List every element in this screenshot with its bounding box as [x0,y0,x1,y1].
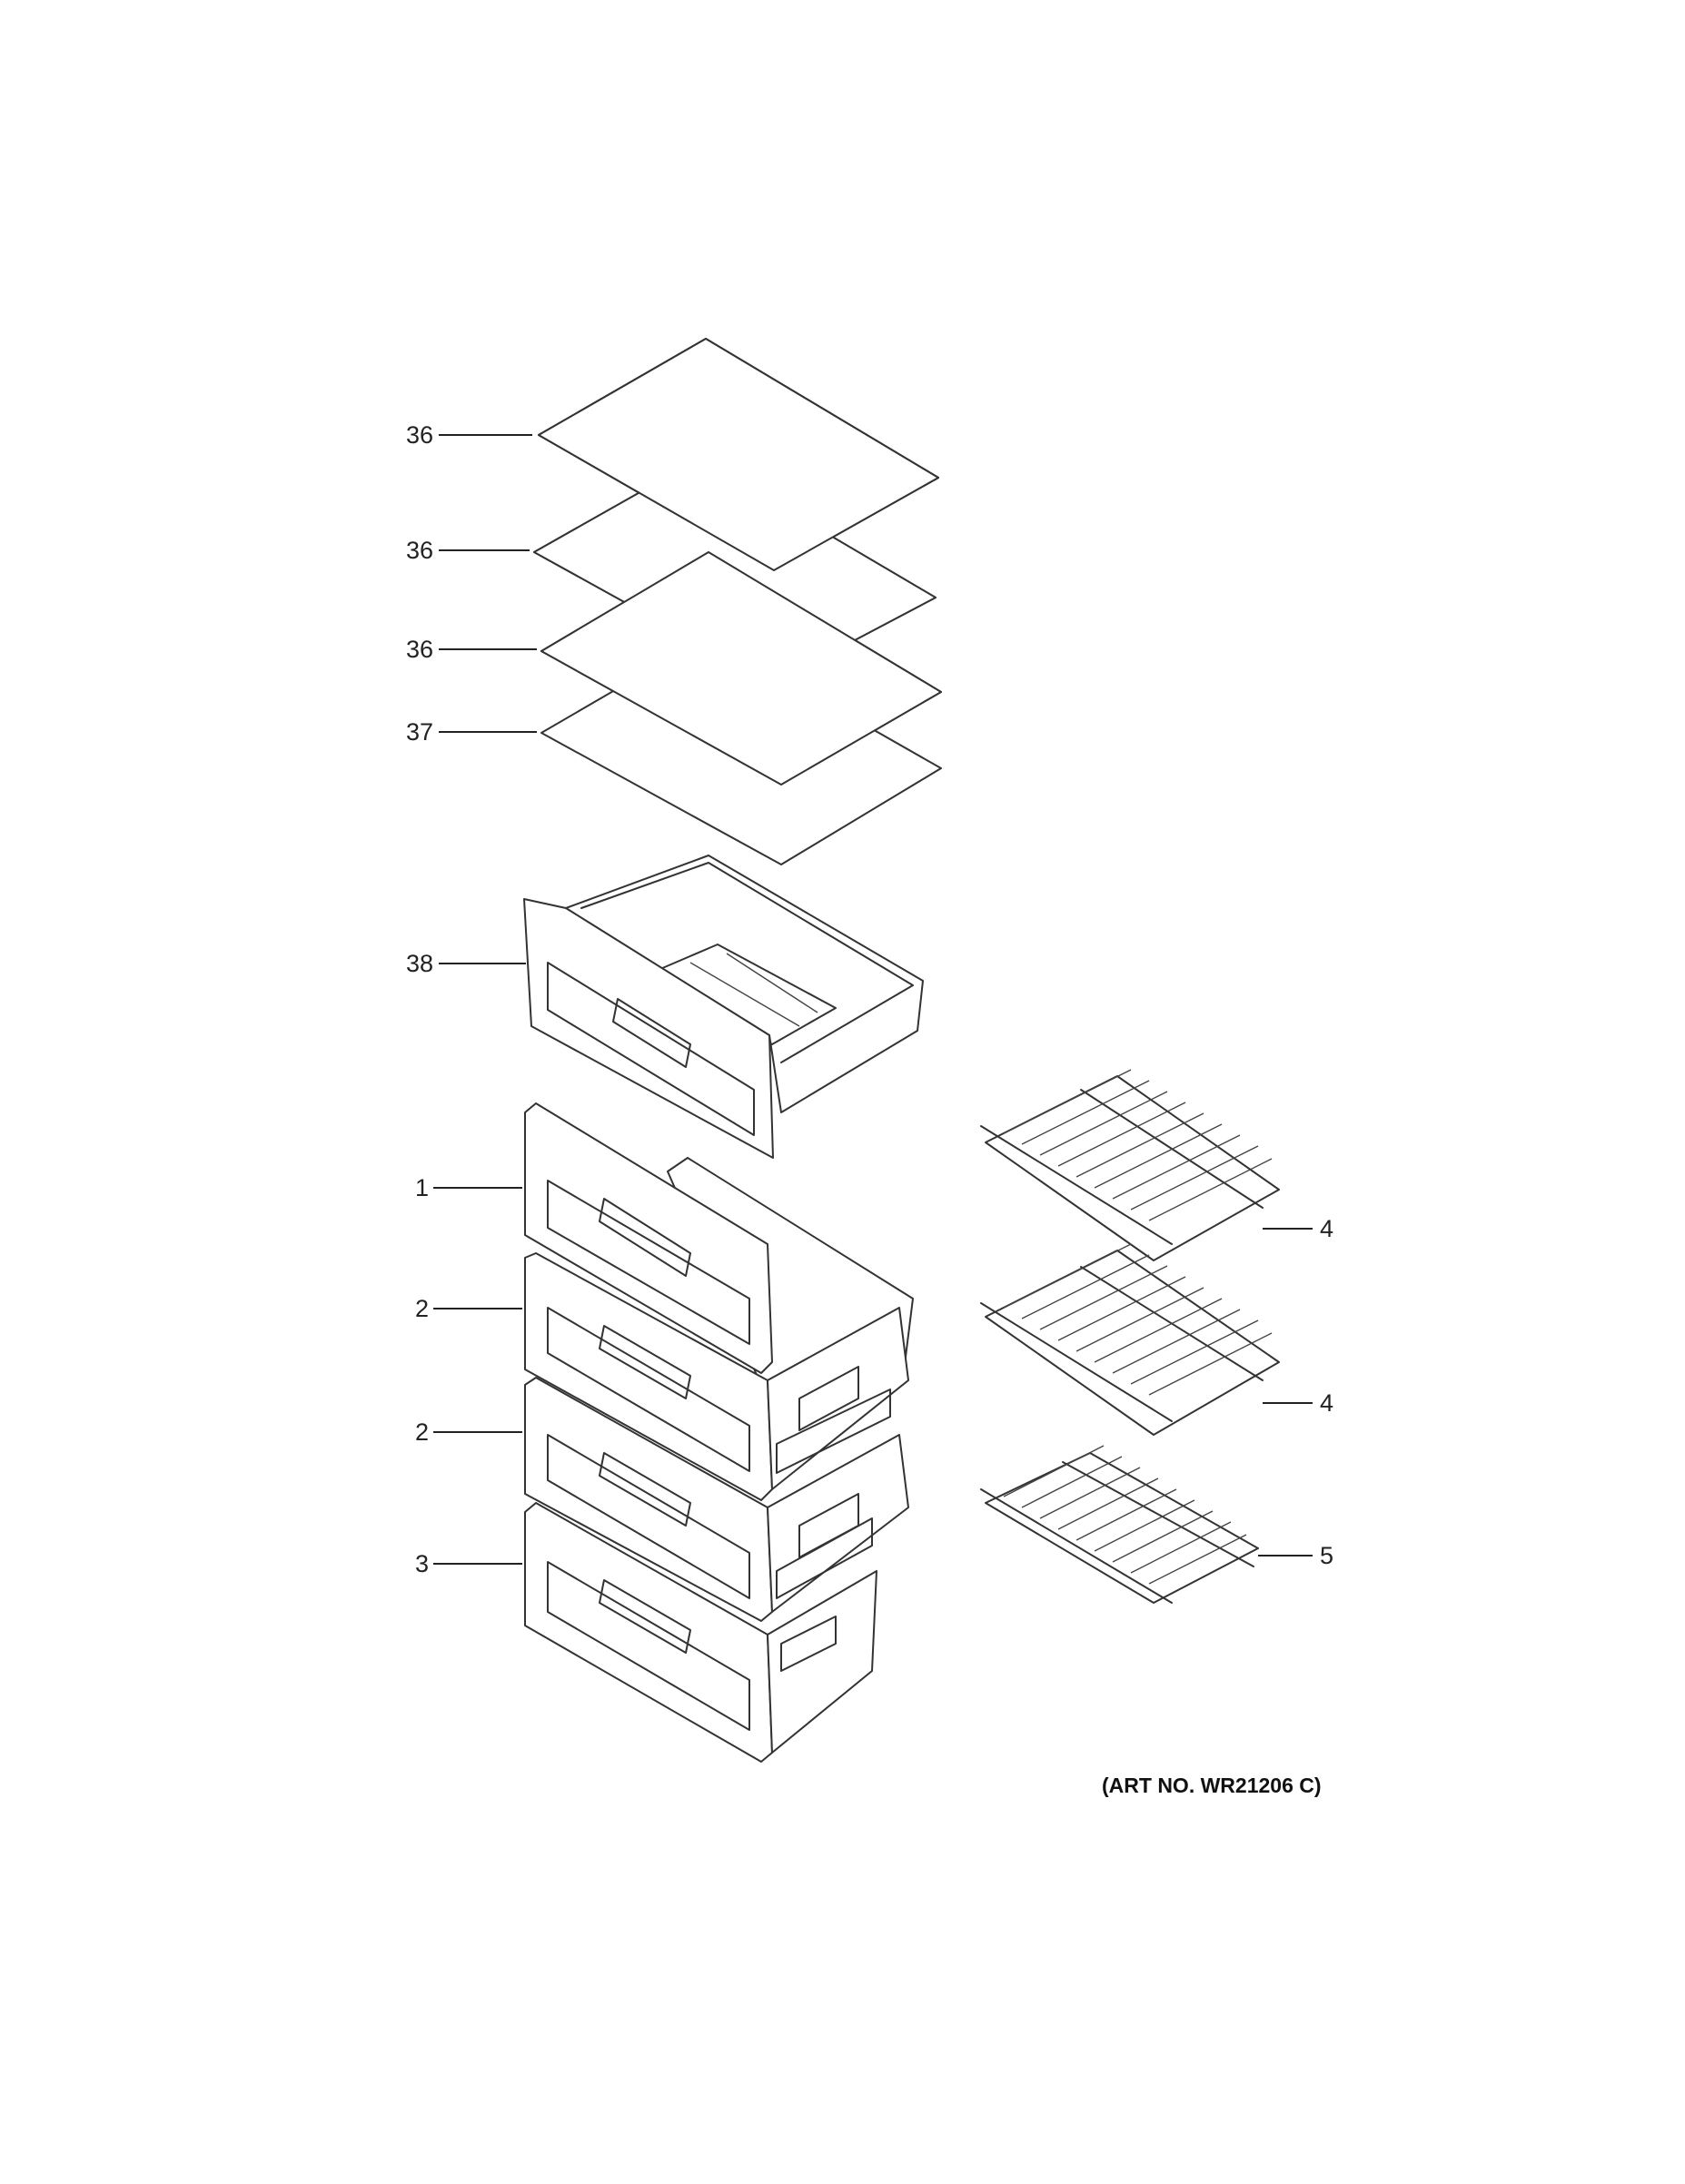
bin-2-lower [524,1377,909,1622]
callout-1: 1 [415,1174,430,1201]
leader-line [1263,1228,1313,1230]
callout-36-top: 36 [406,421,434,449]
callout-5: 5 [1320,1542,1334,1569]
leader-line [439,549,530,551]
bin-3 [524,1502,877,1763]
wire-shelf-5 [980,1445,1259,1604]
callout-2-lower: 2 [415,1418,430,1446]
art-number-label: (ART NO. WR21206 C) [1102,1774,1322,1797]
callout-38: 38 [406,950,434,977]
callout-37: 37 [406,718,434,746]
bin-38 [523,855,924,1159]
leader-line [433,1563,522,1565]
wire-shelf-4-upper [980,1069,1280,1261]
bin-2-upper [524,1252,909,1501]
leader-line [439,648,537,650]
callout-36-second: 36 [406,537,434,564]
leader-line [1258,1555,1313,1556]
callout-36-third: 36 [406,636,434,663]
callout-3: 3 [415,1550,430,1577]
leader-line [433,1431,522,1433]
leader-line [433,1308,522,1309]
leader-line [439,963,526,964]
callout-2-upper: 2 [415,1295,430,1322]
leader-line [439,731,537,733]
leader-line [439,434,532,436]
pad-sheet-37 [540,551,942,865]
callout-4-upper: 4 [1320,1215,1334,1242]
leader-line [433,1187,522,1189]
wire-shelf-4-lower [980,1243,1280,1436]
leader-line [1263,1402,1313,1404]
callout-4-lower: 4 [1320,1389,1334,1417]
